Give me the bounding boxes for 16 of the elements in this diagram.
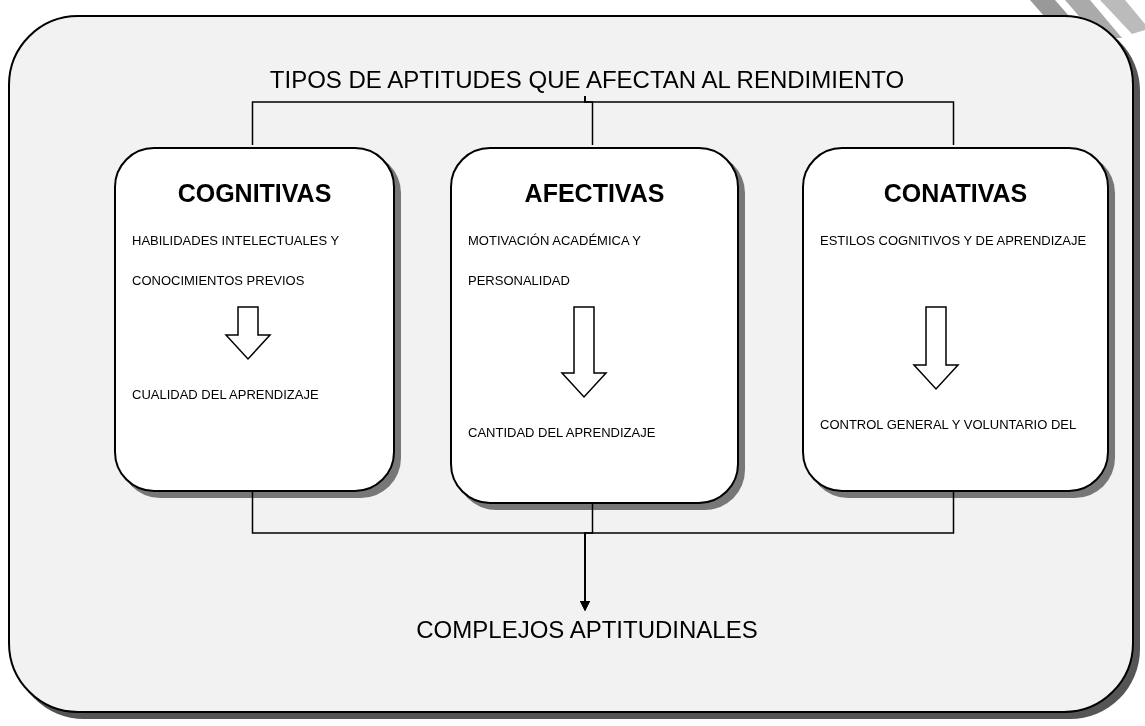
description-text: CUALIDAD DEL APRENDIZAJE xyxy=(132,375,382,415)
card-heading: COGNITIVAS xyxy=(176,178,333,209)
hollow-arrow xyxy=(224,306,272,361)
hollow-arrow xyxy=(560,306,608,399)
description-text: CONTROL GENERAL Y VOLUNTARIO DEL xyxy=(820,405,1096,487)
result-text: COMPLEJOS APTITUDINALES xyxy=(387,612,787,652)
description-text: HABILIDADES INTELECTUALES Y CONOCIMIENTOS PREVIOS xyxy=(132,221,382,303)
hollow-arrow xyxy=(912,306,960,391)
card-heading: AFECTIVAS xyxy=(523,178,666,209)
card-heading: CONATIVAS xyxy=(882,178,1029,209)
connector-line xyxy=(584,95,955,146)
description-text: MOTIVACIÓN ACADÉMICA Y PERSONALIDAD xyxy=(468,221,726,303)
diagram-title: TIPOS DE APTITUDES QUE AFECTAN AL RENDIMIENTO xyxy=(197,62,977,98)
description-text: CANTIDAD DEL APRENDIZAJE xyxy=(468,413,726,495)
arrow xyxy=(580,489,955,611)
description-text: ESTILOS COGNITIVOS Y DE APRENDIZAJE xyxy=(820,221,1096,303)
